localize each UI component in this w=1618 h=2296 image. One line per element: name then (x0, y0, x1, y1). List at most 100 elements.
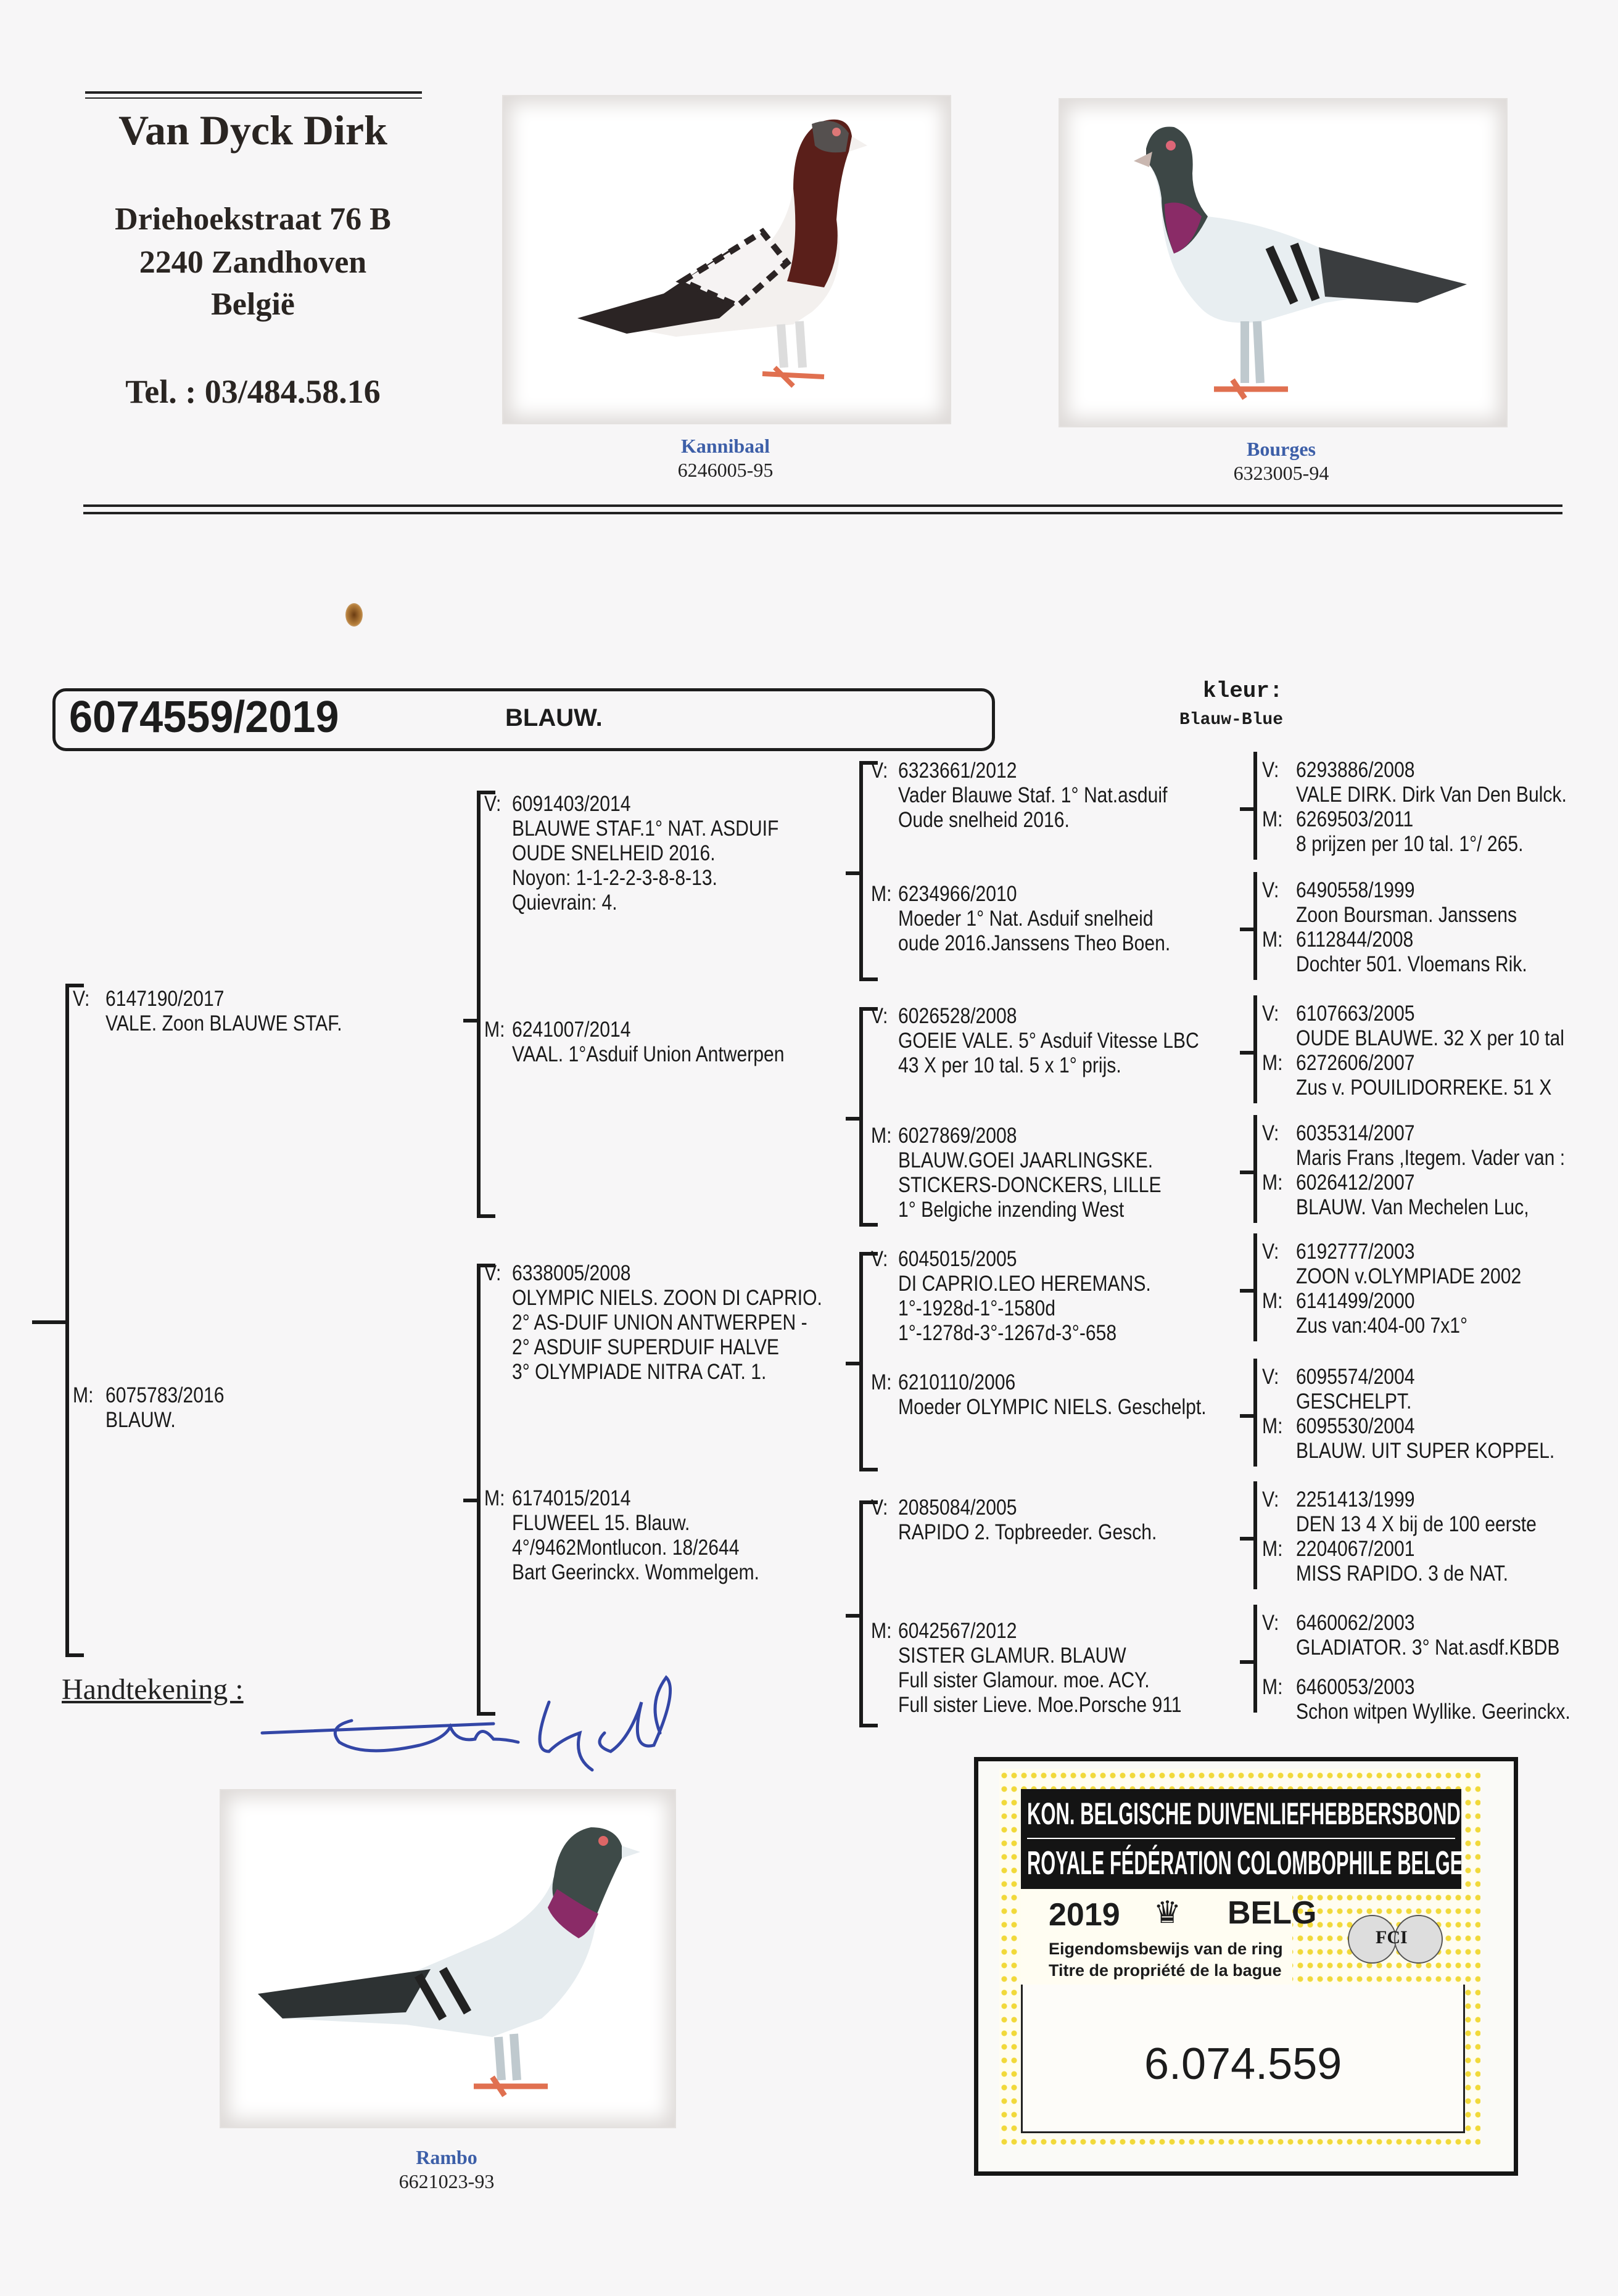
pedigree-gen4-label: V: (1262, 1365, 1279, 1389)
pedigree-gen3-label: M: (871, 1370, 892, 1394)
pigeon-name: Kannibaal (680, 435, 770, 457)
pedigree-gen4-label: V: (1262, 1240, 1279, 1264)
pedigree-gen1-label: V: (73, 987, 90, 1011)
bracket-gen4-tick (1240, 807, 1253, 811)
pedigree-gen3-label: M: (871, 1124, 892, 1148)
pedigree-gen4-note: BLAUW. UIT SUPER KOPPEL. (1296, 1439, 1555, 1463)
bracket-gen3 (859, 1252, 863, 1471)
pedigree-gen4-label: V: (1262, 878, 1279, 902)
pedigree-gen3-note: 43 X per 10 tal. 5 x 1° prijs. (898, 1053, 1121, 1077)
pedigree-gen3-label: V: (871, 759, 888, 783)
pedigree-gen3-note: 1°-1278d-3°-1267d-3°-658 (898, 1321, 1117, 1345)
pedigree-gen3-note: RAPIDO 2. Topbreeder. Gesch. (898, 1520, 1157, 1544)
pedigree-gen2-note: FLUWEEL 15. Blauw. (512, 1511, 690, 1535)
pigeon-name: Rambo (416, 2146, 477, 2168)
bracket-gen2-tick (463, 1019, 477, 1023)
pedigree-gen4-note: Schon witpen Wyllike. Geerinckx. (1296, 1700, 1571, 1724)
pedigree-gen1-ring: 6075783/2016 (105, 1383, 225, 1407)
bracket-gen2-bottom (477, 1214, 495, 1218)
pedigree-gen4-note: Zoon Boursman. Janssens (1296, 903, 1517, 927)
pedigree-gen3-note: Moeder OLYMPIC NIELS. Geschelpt. (898, 1395, 1207, 1419)
bracket-gen3-tick (846, 1117, 859, 1121)
pedigree-gen4-ring: 6293886/2008 (1296, 758, 1415, 782)
bracket-gen4 (1253, 1481, 1257, 1589)
pedigree-gen3-ring: 6027869/2008 (898, 1124, 1017, 1148)
bracket-gen3-tick (846, 1614, 859, 1618)
section-divider-2 (83, 512, 1562, 514)
breeder-name: Van Dyck Dirk (118, 107, 387, 154)
photo-bourges (1059, 98, 1508, 427)
pedigree-gen3-label: V: (871, 1496, 888, 1520)
bracket-gen3 (859, 761, 863, 981)
pedigree-gen4-ring: 6141499/2000 (1296, 1289, 1415, 1313)
pedigree-gen4-ring: 6026412/2007 (1296, 1171, 1415, 1195)
signature-scribble (260, 1675, 672, 1772)
pedigree-gen2-note: 3° OLYMPIADE NITRA CAT. 1. (512, 1360, 767, 1384)
bracket-gen3-bottom (859, 1223, 878, 1227)
pedigree-gen4-ring: 6112844/2008 (1296, 928, 1414, 952)
pedigree-gen3-note: Full sister Glamour. moe. ACY. (898, 1668, 1150, 1692)
bracket-gen3-bottom (859, 977, 878, 981)
pedigree-gen4-label: M: (1262, 928, 1283, 952)
card-year: 2019 (1049, 1897, 1120, 1933)
pedigree-gen4-ring: 6269503/2011 (1296, 807, 1414, 831)
bracket-gen4-tick (1240, 928, 1253, 931)
pedigree-gen3-label: M: (871, 882, 892, 906)
pigeon-name: Bourges (1247, 438, 1316, 460)
pedigree-gen2-ring: 6091403/2014 (512, 792, 631, 816)
pedigree-gen3-note: SISTER GLAMUR. BLAUW (898, 1644, 1126, 1668)
pedigree-gen3-ring: 6234966/2010 (898, 882, 1017, 906)
pedigree-gen4-ring: 6272606/2007 (1296, 1051, 1415, 1075)
bracket-gen4-tick (1240, 1051, 1253, 1055)
header-top-rule (85, 91, 422, 94)
pedigree-gen2-note: VAAL. 1°Asduif Union Antwerpen (512, 1042, 785, 1066)
pedigree-gen2-ring: 6338005/2008 (512, 1261, 631, 1285)
pedigree-gen4-note: MISS RAPIDO. 3 de NAT. (1296, 1562, 1509, 1586)
card-title-fr: Titre de propriété de la bague (1049, 1961, 1282, 1980)
pedigree-gen4-ring: 6192777/2003 (1296, 1240, 1415, 1264)
pedigree-gen4-label: M: (1262, 1051, 1283, 1075)
pedigree-gen1-label: M: (73, 1383, 94, 1407)
pedigree-gen3-note: Vader Blauwe Staf. 1° Nat.asduif (898, 783, 1168, 807)
pedigree-gen4-label: V: (1262, 1002, 1279, 1026)
bracket-gen3-top (859, 1252, 878, 1256)
pedigree-gen2-label: V: (484, 1261, 501, 1285)
pedigree-gen3-note: oude 2016.Janssens Theo Boen. (898, 931, 1171, 955)
pedigree-gen3-note: GOEIE VALE. 5° Asduif Vitesse LBC (898, 1029, 1199, 1053)
card-number-panel (1021, 1985, 1465, 2133)
bracket-gen4 (1253, 1233, 1257, 1341)
bracket-gen4 (1253, 872, 1257, 980)
pedigree-gen4-label: M: (1262, 1171, 1283, 1195)
bracket-gen3-top (859, 1007, 878, 1011)
breeder-tel: Tel. : 03/484.58.16 (125, 373, 381, 410)
pedigree-gen2-note: Noyon: 1-1-2-2-3-8-8-13. (512, 866, 717, 890)
pedigree-gen3-note: 1° Belgiche inzending West (898, 1198, 1125, 1222)
breeder-city: 2240 Zandhoven (139, 245, 367, 280)
bracket-gen3-bottom (859, 1724, 878, 1727)
pedigree-gen4-label: V: (1262, 1487, 1279, 1512)
card-ring-number: 6.074.559 (1144, 2039, 1342, 2089)
pedigree-gen4-ring: 6460062/2003 (1296, 1611, 1415, 1635)
pedigree-gen4-ring: 6095574/2004 (1296, 1365, 1415, 1389)
pedigree-gen3-ring: 6323661/2012 (898, 759, 1017, 783)
bracket-gen3-top (859, 761, 878, 765)
pedigree-gen4-note: Zus van:404-00 7x1° (1296, 1314, 1468, 1338)
pedigree-gen1-note: VALE. Zoon BLAUWE STAF. (105, 1011, 342, 1035)
pedigree-gen4-note: ZOON v.OLYMPIADE 2002 (1296, 1264, 1522, 1288)
pedigree-gen4-label: V: (1262, 758, 1279, 782)
paper-stain (345, 603, 363, 627)
kleur-label: kleur: (1203, 678, 1283, 704)
pedigree-gen4-ring: 6107663/2005 (1296, 1002, 1415, 1026)
pedigree-gen2-note: BLAUWE STAF.1° NAT. ASDUIF (512, 817, 779, 841)
pigeon-ring: 6323005-94 (1233, 462, 1329, 484)
root-connector (32, 1320, 65, 1324)
bracket-gen4 (1253, 995, 1257, 1103)
pedigree-gen3-note: 1°-1928d-1°-1580d (898, 1296, 1056, 1320)
pedigree-gen4-note: Maris Frans ,Itegem. Vader van : (1296, 1146, 1566, 1170)
pedigree-gen3-note: Oude snelheid 2016. (898, 808, 1070, 832)
pedigree-gen4-note: GESCHELPT. (1296, 1389, 1412, 1413)
pedigree-gen2-ring: 6241007/2014 (512, 1018, 631, 1042)
pedigree-gen4-label: M: (1262, 1414, 1283, 1438)
pedigree-gen3-label: V: (871, 1247, 888, 1271)
card-header-fr: ROYALE FÉDÉRATION COLOMBOPHILE BELGE (1027, 1845, 1463, 1882)
